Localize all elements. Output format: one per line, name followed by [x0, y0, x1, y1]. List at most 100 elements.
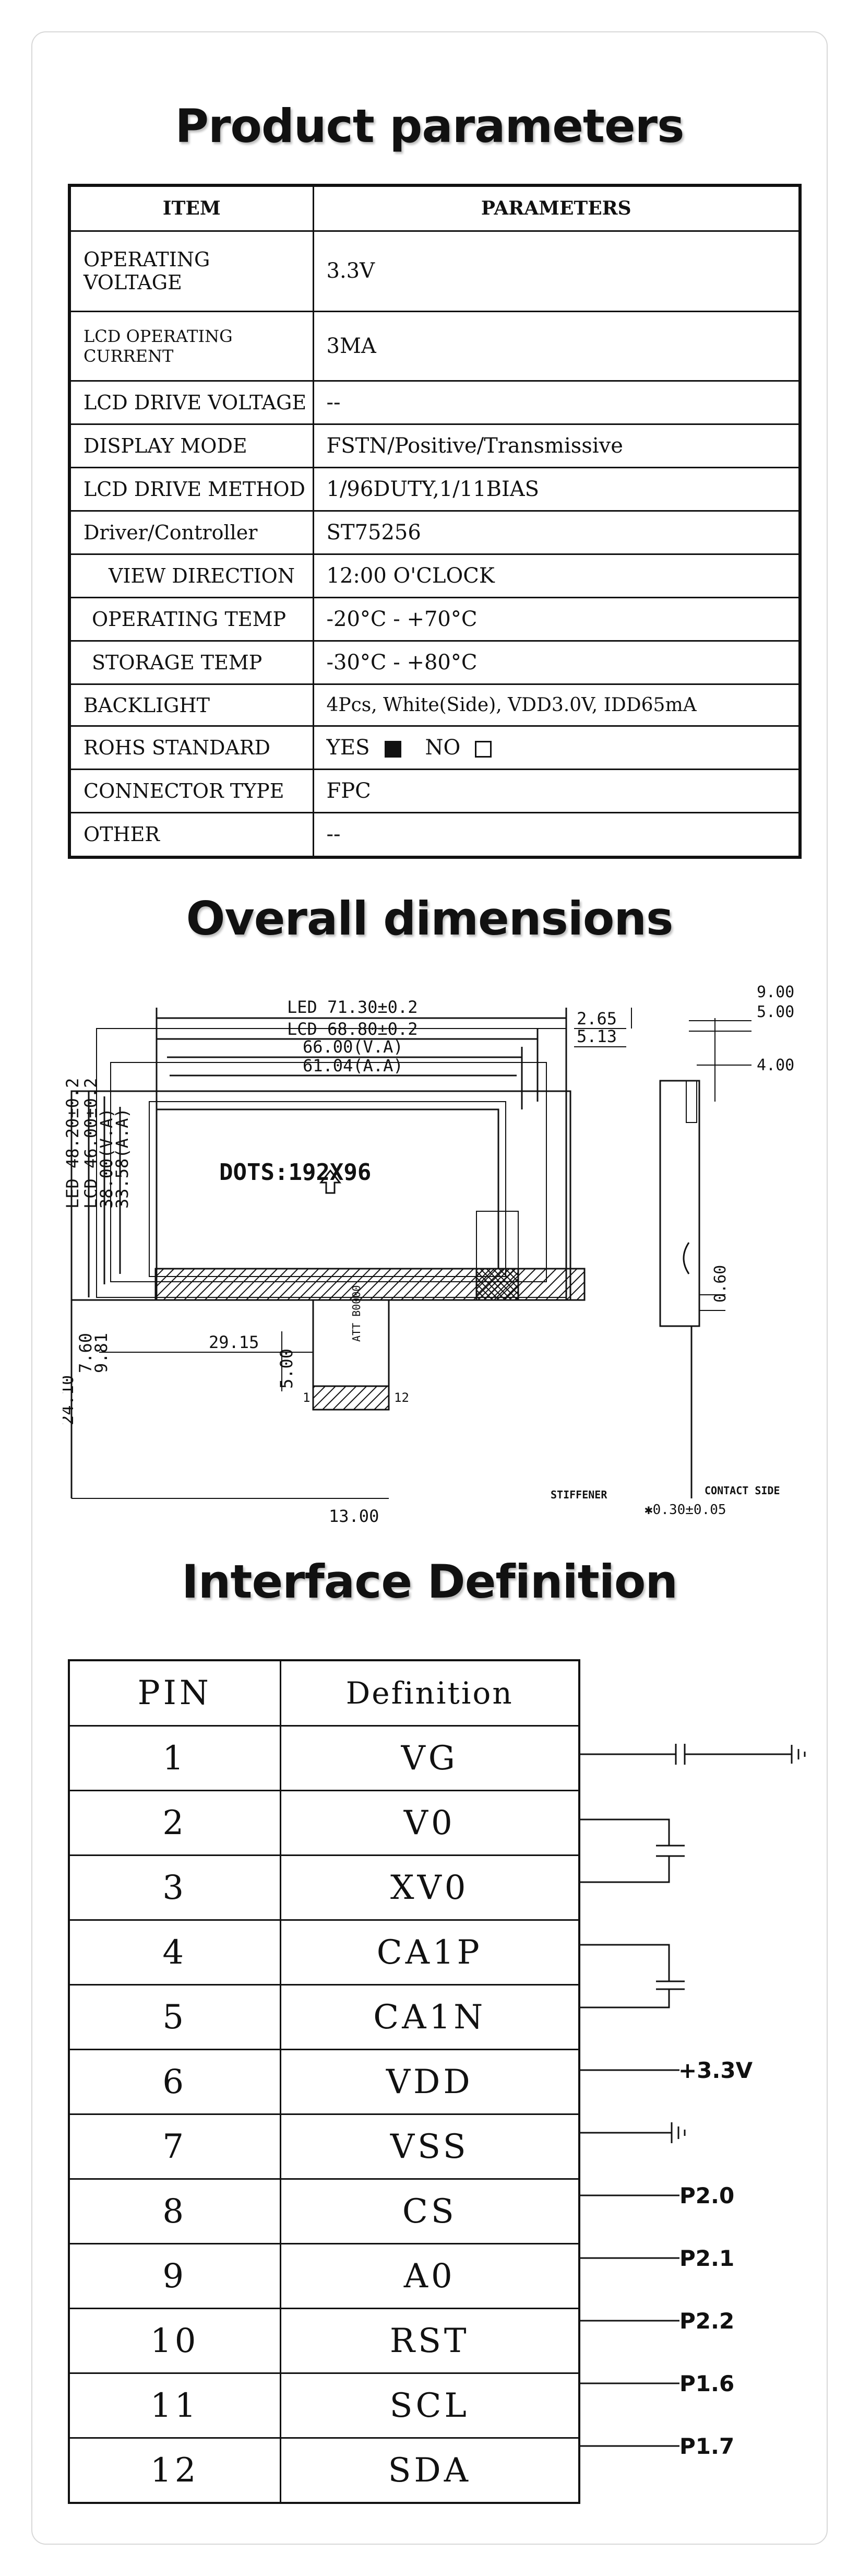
param-value: ST75256	[312, 510, 801, 556]
rohs-value: YES NO	[312, 725, 801, 770]
header-pin: PIN	[68, 1659, 281, 1727]
dim-lcd-width: LCD 68.80±0.2	[287, 1019, 417, 1039]
interface-definition-title: Interface Definition	[181, 1555, 678, 1609]
param-name: LCD DRIVE VOLTAGE	[68, 380, 314, 426]
fpc-pin1-label: 1	[303, 1390, 310, 1405]
pin-definition: XV0	[279, 1854, 580, 1921]
dim-900: 9.00	[757, 983, 794, 1001]
param-name: Driver/Controller	[68, 510, 314, 556]
a0-net-label: P2.1	[679, 2246, 734, 2271]
param-value: 1/96DUTY,1/11BIAS	[312, 467, 801, 512]
table-row: ROHS STANDARD YES NO	[68, 725, 801, 770]
pin-definition: SDA	[279, 2437, 580, 2504]
dim-va-height: 38.00(V.A)	[97, 1108, 116, 1209]
pin-definition: A0	[279, 2243, 580, 2309]
pin-definition: SCL	[279, 2372, 580, 2439]
pin-number: 12	[68, 2437, 281, 2504]
pin-definition: CA1P	[279, 1919, 580, 1986]
pin-number: 7	[68, 2113, 281, 2180]
parameters-header-row: ITEM PARAMETERS	[68, 184, 801, 232]
rohs-no-label: NO	[425, 735, 461, 760]
pin-connection-diagram: +3.3V P2.0 P2.1 P2.2 P1.6 P1.7	[580, 1744, 806, 2459]
scl-net-label: P1.6	[679, 2371, 734, 2396]
pin-number: 11	[68, 2372, 281, 2439]
dim-500-side: 5.00	[757, 1003, 794, 1021]
dim-aa-height: 33.58(A.A)	[112, 1108, 132, 1209]
param-name: CONNECTOR TYPE	[68, 768, 314, 813]
rohs-yes-label: YES	[326, 735, 370, 760]
pin-number: 2	[68, 1790, 281, 1856]
pin-number: 1	[68, 1725, 281, 1791]
table-row: LCD DRIVE VOLTAGE--	[68, 380, 801, 426]
dim-981: 9.81	[91, 1333, 111, 1373]
header-item: ITEM	[68, 184, 314, 232]
fpc-part-label: ATT B0000	[350, 1285, 363, 1342]
active-area	[156, 1108, 499, 1270]
param-value: FSTN/Positive/Transmissive	[312, 423, 801, 469]
param-name: OPERATING VOLTAGE	[68, 230, 314, 312]
thickness-label: ✱0.30±0.05	[645, 1502, 726, 1518]
pin-number: 3	[68, 1854, 281, 1921]
param-name: LCD OPERATING CURRENT	[68, 310, 314, 382]
pin-definition: CA1N	[279, 1984, 580, 2050]
dim-led-width: LED 71.30±0.2	[287, 997, 417, 1017]
table-row: OPERATING TEMP-20°C - +70°C	[68, 597, 801, 642]
dim-led-height: LED 48.20±0.2	[63, 1078, 82, 1209]
header-parameters: PARAMETERS	[312, 184, 801, 232]
param-value: 12:00 O'CLOCK	[312, 553, 801, 599]
dots-label: DOTS:192X96	[219, 1159, 371, 1186]
dim-760: 7.60	[76, 1333, 96, 1373]
dim-060: 0.60	[711, 1265, 730, 1303]
param-name: VIEW DIRECTION	[68, 553, 314, 599]
param-value: 3.3V	[312, 230, 801, 312]
dim-513: 5.13	[577, 1026, 617, 1046]
rst-net-label: P2.2	[679, 2308, 734, 2334]
header-definition: Definition	[279, 1659, 580, 1727]
pin-definition: RST	[279, 2308, 580, 2374]
param-value: 4Pcs, White(Side), VDD3.0V, IDD65mA	[312, 683, 801, 727]
param-value: -30°C - +80°C	[312, 640, 801, 686]
param-name: OPERATING TEMP	[68, 597, 314, 642]
pin-header-row: PIN Definition	[68, 1659, 580, 1727]
param-name: STORAGE TEMP	[68, 640, 314, 686]
pin-definition: VSS	[279, 2113, 580, 2180]
cs-net-label: P2.0	[679, 2183, 734, 2208]
product-parameters-title: Product parameters	[175, 99, 685, 153]
dim-265: 2.65	[577, 1009, 617, 1029]
page-frame	[31, 31, 828, 2545]
dim-1300: 13.00	[329, 1506, 379, 1526]
fpc-pin12-label: 12	[394, 1390, 409, 1405]
dimension-drawing: LED 71.30±0.2 LCD 68.80±0.2 66.00(V.A) 6…	[63, 983, 794, 1526]
param-name: BACKLIGHT	[68, 683, 314, 727]
pin-number: 4	[68, 1919, 281, 1986]
overall-dimensions-title: Overall dimensions	[186, 892, 674, 946]
yes-checkbox	[384, 740, 401, 758]
pin-number: 8	[68, 2178, 281, 2244]
pin-definition: CS	[279, 2178, 580, 2244]
dim-2410: 24.10	[63, 1375, 77, 1425]
sda-net-label: P1.7	[679, 2433, 734, 2459]
param-value: 3MA	[312, 310, 801, 382]
dim-lcd-height: LCD 46.00±0.2	[81, 1078, 101, 1209]
param-name: OTHER	[68, 811, 314, 858]
param-name: ROHS STANDARD	[68, 725, 314, 770]
pin-definition: VDD	[279, 2049, 580, 2115]
param-name: DISPLAY MODE	[68, 423, 314, 469]
